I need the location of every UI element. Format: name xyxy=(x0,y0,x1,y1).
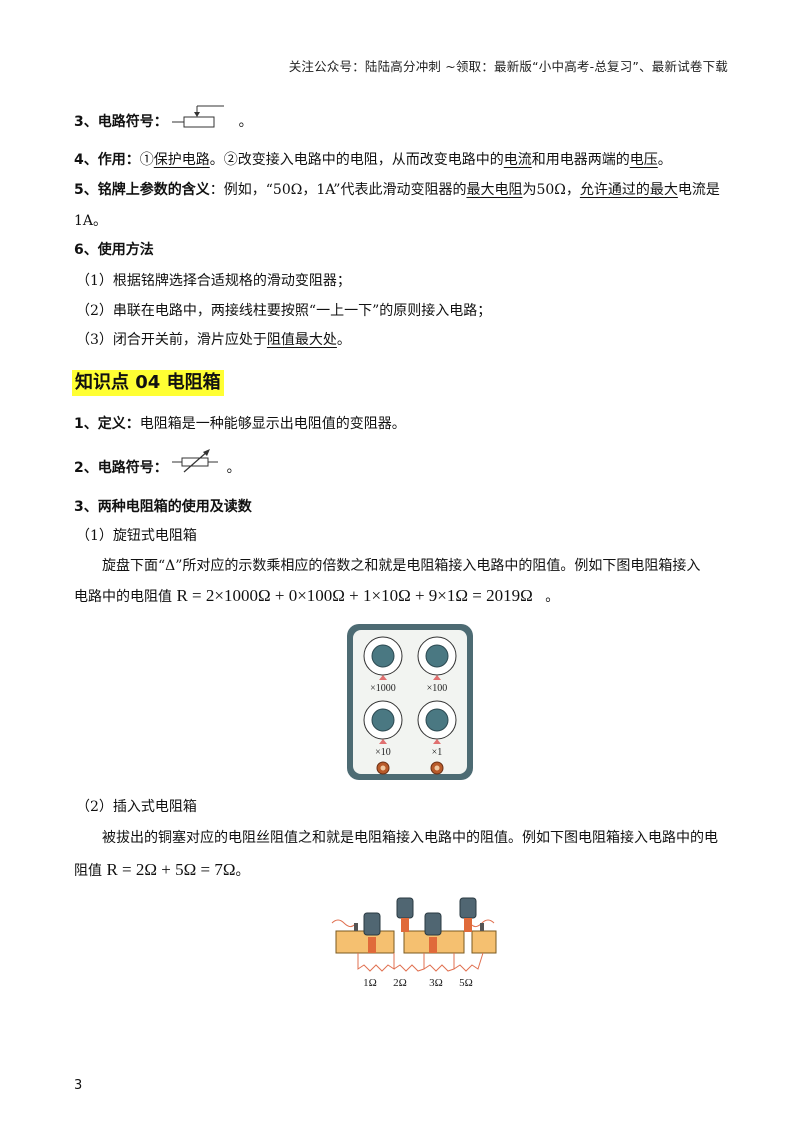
text: （3）闭合开关前，滑片应处于 xyxy=(76,332,267,348)
text: 。 xyxy=(545,589,560,605)
item-label: 5、铭牌上参数的含义 xyxy=(74,182,210,198)
text: 和用电器两端的 xyxy=(531,152,630,168)
svg-text:3Ω: 3Ω xyxy=(429,977,443,989)
svg-text:×10: ×10 xyxy=(375,747,391,758)
text: 。 xyxy=(336,332,351,348)
page-header: 关注公众号：陆陆高分冲刺 ~领取：最新版“小中高考-总复习”、最新试卷下载 xyxy=(288,59,728,74)
plug-formula-line: 阻值 R = 2Ω + 5Ω = 7Ω。 xyxy=(74,860,249,881)
svg-text:2Ω: 2Ω xyxy=(393,977,407,989)
rotary-paragraph: 旋盘下面“Δ”所对应的示数乘相应的倍数之和就是电阻箱接入电路中的阻值。例如下图电… xyxy=(102,558,701,574)
svg-text:1Ω: 1Ω xyxy=(363,977,377,989)
underlined-term: 电流 xyxy=(503,152,532,168)
text: ：例如，“50Ω，1A”代表此滑动变阻器的 xyxy=(209,182,467,198)
function-line: 4、作用：①保护电路。②改变接入电路中的电阻，从而改变电路中的电流和用电器两端的… xyxy=(74,150,672,170)
svg-text:×1: ×1 xyxy=(432,747,443,758)
nameplate-continuation: 1A。 xyxy=(74,213,108,229)
variable-resistor-symbol-icon xyxy=(172,449,219,473)
two-types-title: 3、两种电阻箱的使用及读数 xyxy=(74,499,252,515)
usage-title: 6、使用方法 xyxy=(74,242,154,258)
plug-formula: R = 2Ω + 5Ω = 7Ω xyxy=(106,860,236,879)
plug-resistance-box-figure: 1Ω 2Ω 3Ω 5Ω xyxy=(331,897,497,989)
text: 。 xyxy=(657,152,672,168)
rotary-title: （1）旋钮式电阻箱 xyxy=(76,528,197,544)
svg-text:×100: ×100 xyxy=(427,683,448,694)
tail-punct: 。 xyxy=(238,114,253,130)
item-label: 4、作用： xyxy=(74,152,140,168)
usage-step-2: （2）串联在电路中，两接线柱要按照“一上一下”的原则接入电路； xyxy=(76,303,492,319)
text: 电路中的电阻值 xyxy=(74,589,172,605)
item-label: 2、电路符号： xyxy=(74,460,168,476)
definition-line: 1、定义：电阻箱是一种能够显示出电阻值的变阻器。 xyxy=(74,414,406,434)
dial-x10-icon xyxy=(363,700,403,744)
plug-title: （2）插入式电阻箱 xyxy=(76,799,197,815)
nameplate-line: 5、铭牌上参数的含义：例如，“50Ω，1A”代表此滑动变阻器的最大电阻为50Ω，… xyxy=(74,180,720,200)
text: 。②改变接入电路中的电阻，从而改变电路中的 xyxy=(209,152,504,168)
svg-text:5Ω: 5Ω xyxy=(459,977,473,989)
plug-paragraph: 被拔出的铜塞对应的电阻丝阻值之和就是电阻箱接入电路中的阻值。例如下图电阻箱接入电… xyxy=(102,830,718,846)
rotary-formula: R = 2×1000Ω + 0×100Ω + 1×10Ω + 9×1Ω = 20… xyxy=(176,586,533,605)
item-label: 3、电路符号： xyxy=(74,114,168,130)
underlined-term: 保护电路 xyxy=(153,152,210,168)
text: 。 xyxy=(235,863,250,879)
text: 为50Ω， xyxy=(522,182,580,198)
usage-step-1: （1）根据铭牌选择合适规格的滑动变阻器； xyxy=(76,273,351,289)
dial-x1000-icon xyxy=(363,636,403,680)
text: 电流是 xyxy=(677,182,720,198)
rotary-resistance-box-figure: ×1000 ×100 ×10 ×1 xyxy=(347,624,473,780)
text: 阻值 xyxy=(74,863,102,879)
text: 电阻箱是一种能够显示出电阻值的变阻器。 xyxy=(139,416,406,432)
usage-step-3: （3）闭合开关前，滑片应处于阻值最大处。 xyxy=(76,330,351,350)
underlined-term: 阻值最大处 xyxy=(266,332,337,348)
underlined-term: 最大电阻 xyxy=(466,182,523,198)
underlined-term: 电压 xyxy=(629,152,658,168)
dial-x100-icon xyxy=(417,636,457,680)
box-symbol-line: 2、电路符号： 。 xyxy=(74,449,241,478)
section-heading: 知识点 04 电阻箱 xyxy=(72,370,224,396)
dial-x1-icon xyxy=(417,700,457,744)
text: ① xyxy=(139,152,154,168)
underlined-term: 允许通过的最大 xyxy=(579,182,678,198)
rotary-formula-line: 电路中的电阻值 R = 2×1000Ω + 0×100Ω + 1×10Ω + 9… xyxy=(74,586,559,607)
page-number: 3 xyxy=(74,1078,83,1093)
svg-text:×1000: ×1000 xyxy=(370,683,396,694)
sliding-rheostat-symbol-icon xyxy=(172,105,225,128)
tail-punct: 。 xyxy=(226,460,241,476)
item-label: 1、定义： xyxy=(74,416,140,432)
slider-symbol-line: 3、电路符号： 。 xyxy=(74,105,253,132)
